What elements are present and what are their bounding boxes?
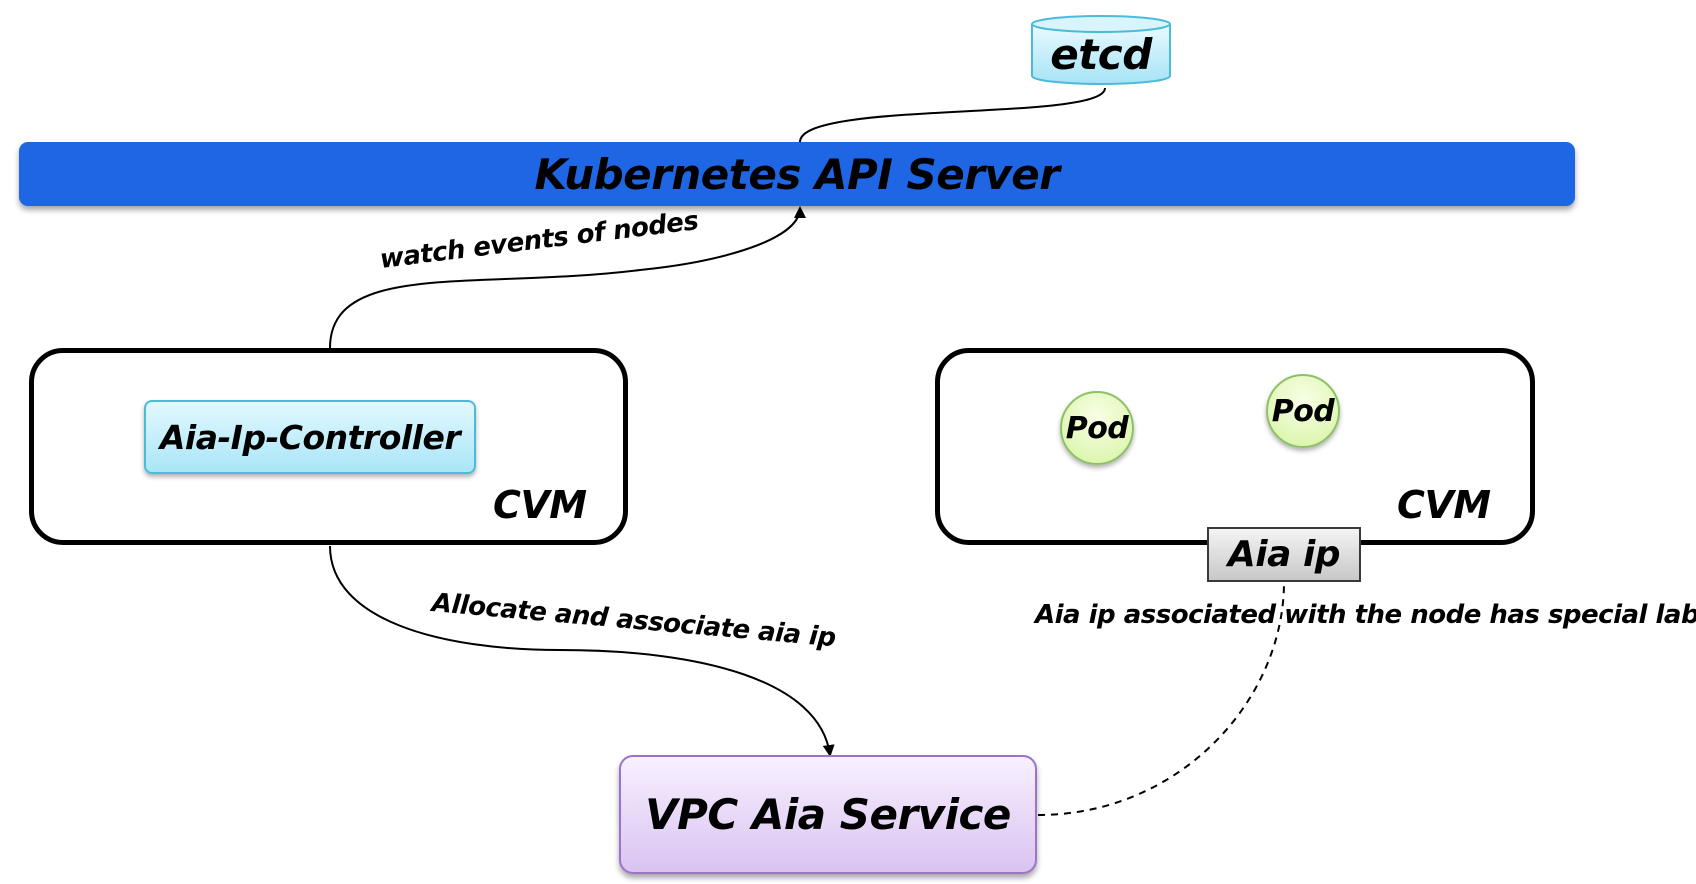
etcd-cylinder [1031, 15, 1171, 85]
etcd-api-connector [799, 87, 1106, 143]
aia-ip-tag: Aia ip [1207, 527, 1361, 582]
etcd-label: etcd [1050, 29, 1152, 79]
pod-label: Pod [1271, 393, 1335, 429]
allocate-edge-label: Allocate and associate aia ip [430, 588, 837, 654]
allocate-arrow [329, 545, 835, 757]
cvm-left-label: CVM [493, 483, 587, 527]
watch-edge-label: watch events of nodes [378, 206, 700, 275]
api-server-bar: Kubernetes API Server [19, 142, 1575, 206]
pod-label: Pod [1065, 410, 1129, 446]
aia-ip-label: Aia ip [1227, 534, 1341, 575]
controller-label: Aia-Ip-Controller [159, 417, 461, 457]
api-server-label: Kubernetes API Server [534, 149, 1060, 199]
special-label-edge-label: Aia ip associated with the node has spec… [1035, 600, 1696, 630]
vpc-service-label: VPC Aia Service [645, 790, 1011, 839]
vpc-aia-service-box: VPC Aia Service [619, 755, 1037, 874]
pod-circle: Pod [1060, 391, 1134, 465]
cvm-right-label: CVM [1397, 483, 1491, 527]
cvm-right-box [935, 348, 1535, 545]
pod-circle: Pod [1266, 374, 1340, 448]
aia-ip-controller-box: Aia-Ip-Controller [144, 400, 476, 474]
